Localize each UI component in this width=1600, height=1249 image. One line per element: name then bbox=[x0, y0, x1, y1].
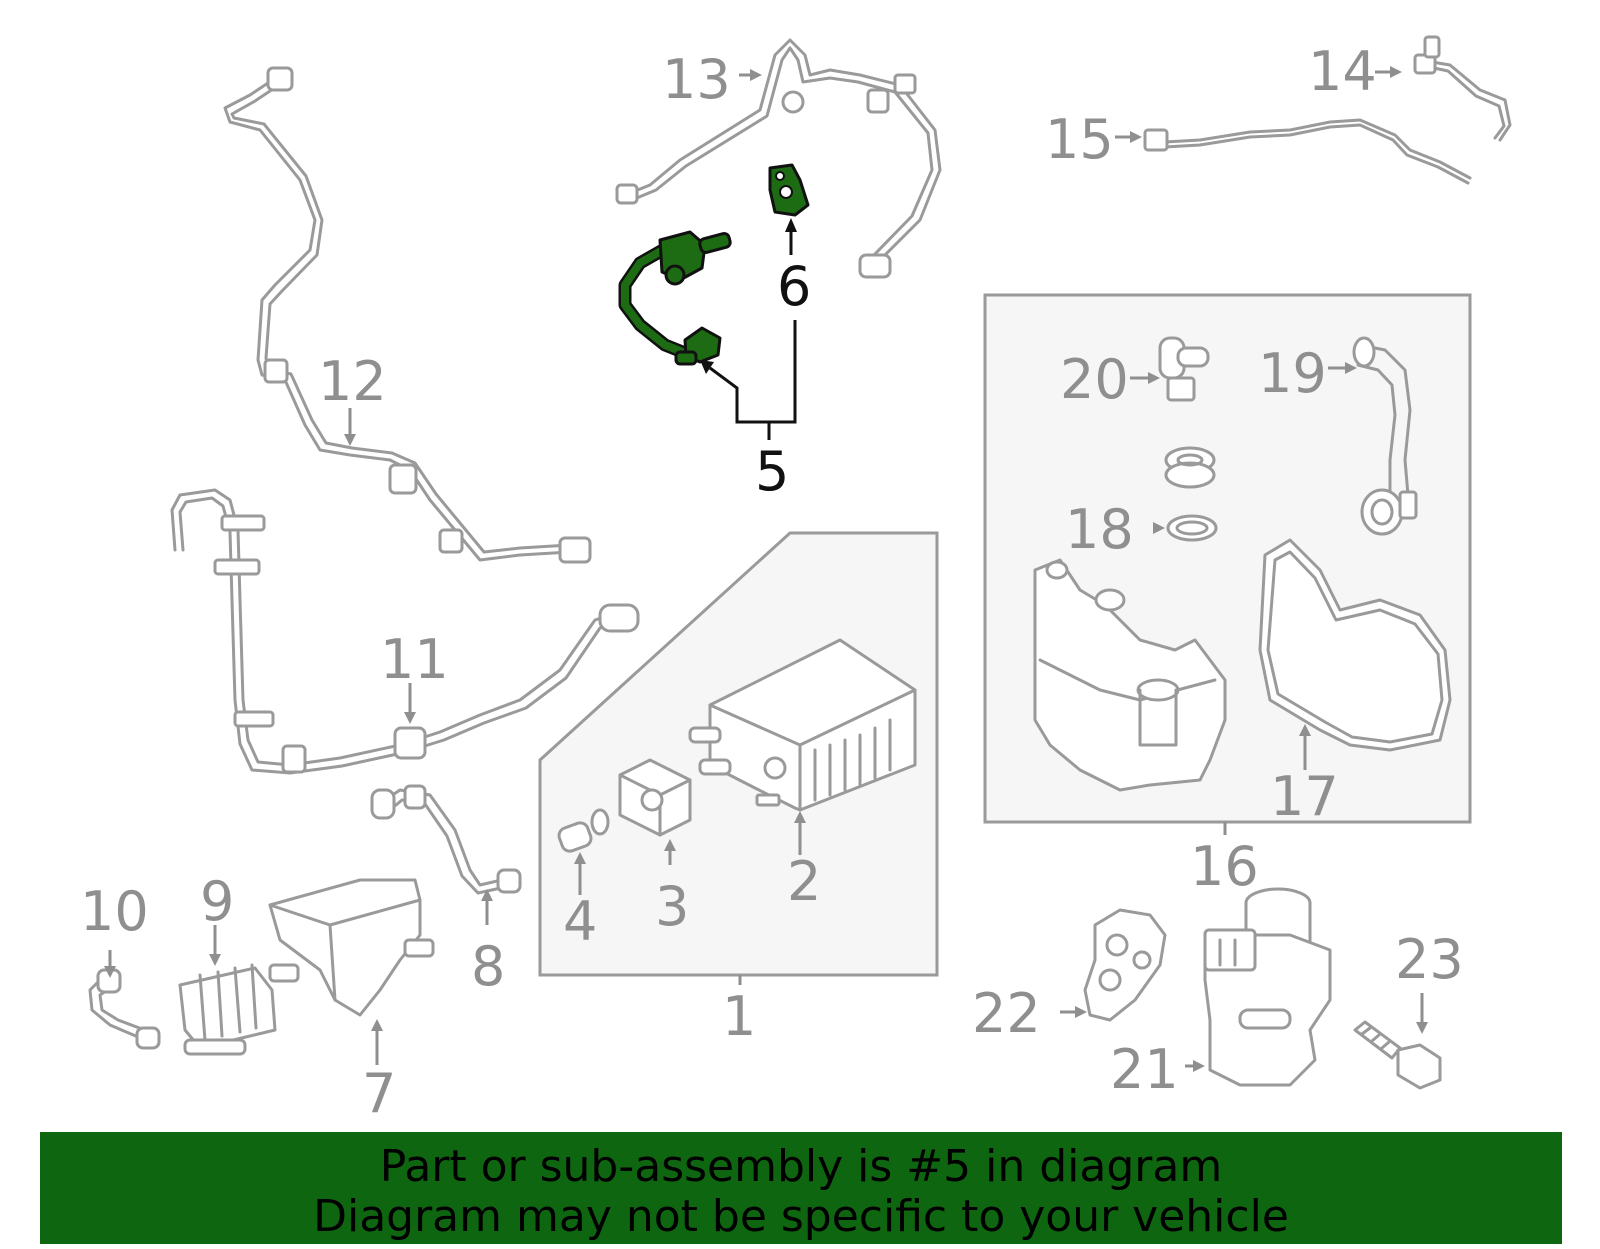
part-2-canister[interactable] bbox=[688, 638, 917, 812]
part-13-hose[interactable] bbox=[615, 38, 942, 279]
part-14-15-harness[interactable] bbox=[1143, 35, 1512, 185]
callout-1[interactable]: 1 bbox=[722, 985, 756, 1048]
part-19-hose[interactable] bbox=[1352, 336, 1418, 536]
part-20-fitting[interactable] bbox=[1158, 336, 1210, 402]
callout-23[interactable]: 23 bbox=[1395, 928, 1464, 991]
part-16-reservoir[interactable] bbox=[1033, 558, 1227, 792]
leader-lines bbox=[104, 66, 1428, 1072]
part-23-bolt[interactable] bbox=[1353, 1020, 1442, 1090]
callout-2[interactable]: 2 bbox=[787, 850, 821, 913]
callout-19[interactable]: 19 bbox=[1258, 342, 1327, 405]
callout-labels: 1 2 3 4 5 6 7 8 9 10 11 12 13 14 15 16 1… bbox=[80, 40, 1464, 1125]
part-12-line[interactable] bbox=[223, 66, 592, 564]
callout-7[interactable]: 7 bbox=[362, 1062, 396, 1125]
part-22-gasket[interactable] bbox=[1083, 908, 1167, 1022]
part-3-filter[interactable] bbox=[618, 758, 692, 837]
seal-ring bbox=[1164, 446, 1216, 489]
part-8-hose[interactable] bbox=[370, 784, 522, 895]
banner-line-1: Part or sub-assembly is #5 in diagram bbox=[379, 1141, 1223, 1192]
callout-16[interactable]: 16 bbox=[1190, 835, 1259, 898]
callout-5[interactable]: 5 bbox=[755, 440, 789, 503]
part-5-hose-assembly[interactable] bbox=[618, 230, 732, 366]
banner-line-2: Diagram may not be specific to your vehi… bbox=[313, 1191, 1289, 1242]
callout-15[interactable]: 15 bbox=[1045, 108, 1114, 171]
part-21-valve[interactable] bbox=[1203, 887, 1332, 1087]
callout-13[interactable]: 13 bbox=[662, 48, 731, 111]
callout-21[interactable]: 21 bbox=[1110, 1038, 1179, 1101]
part-18-o-ring[interactable] bbox=[1166, 514, 1218, 542]
callout-9[interactable]: 9 bbox=[200, 870, 234, 933]
part-10-hose[interactable] bbox=[88, 968, 161, 1050]
callout-22[interactable]: 22 bbox=[972, 982, 1041, 1045]
callout-20[interactable]: 20 bbox=[1060, 348, 1129, 411]
callout-17[interactable]: 17 bbox=[1270, 765, 1339, 828]
part-17-gasket[interactable] bbox=[1258, 538, 1452, 752]
highlight-leader-lines bbox=[700, 218, 797, 440]
part-4-fitting[interactable] bbox=[557, 808, 610, 853]
callout-14[interactable]: 14 bbox=[1308, 40, 1377, 103]
callout-11[interactable]: 11 bbox=[380, 628, 449, 691]
part-6-bracket[interactable] bbox=[768, 163, 810, 217]
part-7-solenoid[interactable] bbox=[268, 878, 435, 1017]
callout-12[interactable]: 12 bbox=[318, 350, 387, 413]
part-11-line[interactable] bbox=[170, 488, 640, 775]
info-banner: Part or sub-assembly is #5 in diagram Di… bbox=[40, 1132, 1562, 1244]
callout-8[interactable]: 8 bbox=[471, 935, 505, 998]
callout-4[interactable]: 4 bbox=[563, 890, 597, 953]
callout-18[interactable]: 18 bbox=[1065, 498, 1134, 561]
callout-6[interactable]: 6 bbox=[777, 255, 811, 318]
callout-10[interactable]: 10 bbox=[80, 880, 149, 943]
part-9-valve[interactable] bbox=[178, 963, 277, 1056]
callout-3[interactable]: 3 bbox=[655, 875, 689, 938]
